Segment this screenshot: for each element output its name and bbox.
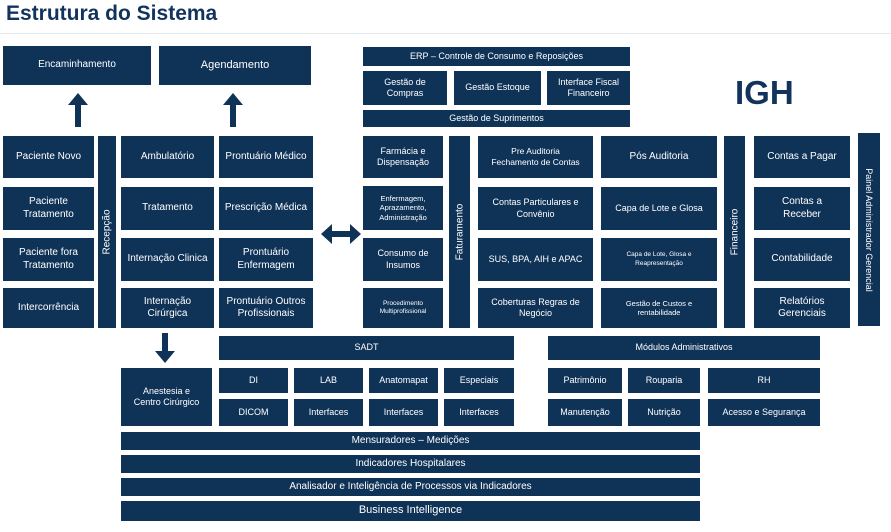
- encaminhamento-box: Encaminhamento: [3, 46, 151, 85]
- page-title: Estrutura do Sistema: [6, 2, 218, 25]
- analisador-bar: Analisador e Inteligência de Processos v…: [121, 478, 700, 496]
- gestao-suprimentos-box: Gestão de Suprimentos: [363, 110, 630, 127]
- tratamento-box: Tratamento: [121, 187, 214, 230]
- faturamento-label: Faturamento: [454, 203, 465, 261]
- nutricao-box: Nutrição: [628, 399, 700, 426]
- gestao-compras-box: Gestão de Compras: [363, 71, 447, 105]
- double-arrow-icon: [321, 224, 361, 244]
- recepcao-label: Recepção: [101, 209, 113, 255]
- erp-title-box: ERP – Controle de Consumo e Reposições: [363, 47, 630, 66]
- prescricao-medica-box: Prescrição Médica: [219, 187, 313, 230]
- relatorios-gerenciais-box: Relatórios Gerenciais: [754, 288, 850, 328]
- sus-box: SUS, BPA, AIH e APAC: [478, 238, 593, 281]
- painel-label: Painel Administrador Gerencial: [864, 167, 874, 292]
- capa-lote-reapresentacao-box: Capa de Lote, Glosa e Reapresentação: [601, 238, 717, 281]
- gestao-estoque-box: Gestão Estoque: [454, 71, 541, 105]
- anestesia-box: Anestesia e Centro Cirúrgico: [121, 368, 212, 426]
- consumo-insumos-box: Consumo de Insumos: [363, 238, 443, 281]
- contabilidade-box: Contabilidade: [754, 238, 850, 281]
- rh-box: RH: [708, 368, 820, 393]
- business-intelligence-bar: Business Intelligence: [121, 501, 700, 521]
- pre-auditoria-box: Pre Auditoria Fechamento de Contas: [478, 136, 593, 178]
- enfermagem-box: Enfermagem, Aprazamento, Administração: [363, 186, 443, 230]
- up-arrow-icon: [68, 93, 88, 127]
- sadt-title-box: SADT: [219, 336, 514, 360]
- sadt-anatomapat-box: Anatomapat: [369, 368, 438, 393]
- financeiro-bar: Financeiro: [724, 136, 745, 328]
- title-divider: [0, 33, 891, 34]
- mensuradores-bar: Mensuradores – Medições: [121, 432, 700, 450]
- indicadores-bar: Indicadores Hospitalares: [121, 455, 700, 473]
- faturamento-bar: Faturamento: [449, 136, 470, 328]
- down-arrow-icon: [155, 333, 175, 363]
- rouparia-box: Rouparia: [628, 368, 700, 393]
- prontuario-outros-box: Prontuário Outros Profissionais: [219, 288, 313, 328]
- sadt-interfaces-box: Interfaces: [369, 399, 438, 426]
- sadt-interfaces-box: Interfaces: [444, 399, 514, 426]
- sadt-lab-box: LAB: [294, 368, 363, 393]
- up-arrow-icon: [223, 93, 243, 127]
- capa-lote-glosa-box: Capa de Lote e Glosa: [601, 187, 717, 230]
- financeiro-label: Financeiro: [729, 208, 740, 256]
- internacao-clinica-box: Internação Clinica: [121, 238, 214, 281]
- paciente-fora-tratamento-box: Paciente fora Tratamento: [3, 238, 94, 281]
- coberturas-box: Coberturas Regras de Negócio: [478, 288, 593, 328]
- painel-bar: Painel Administrador Gerencial: [858, 133, 880, 326]
- contas-pagar-box: Contas a Pagar: [754, 136, 850, 178]
- farmacia-box: Farmácia e Dispensação: [363, 136, 443, 178]
- pos-auditoria-box: Pós Auditoria: [601, 136, 717, 178]
- contas-particulares-box: Contas Particulares e Convênio: [478, 187, 593, 230]
- procedimento-box: Procedimento Multiprofissional: [363, 288, 443, 328]
- sadt-interfaces-box: Interfaces: [294, 399, 363, 426]
- modulos-title-box: Módulos Administrativos: [548, 336, 820, 360]
- gestao-custos-box: Gestão de Custos e rentabilidade: [601, 288, 717, 328]
- ambulatorio-box: Ambulatório: [121, 136, 214, 178]
- igh-logo: IGH: [735, 74, 794, 111]
- manutencao-box: Manutenção: [548, 399, 622, 426]
- interface-fiscal-box: Interface Fiscal Financeiro: [547, 71, 630, 105]
- acesso-seguranca-box: Acesso e Segurança: [708, 399, 820, 426]
- paciente-tratamento-box: Paciente Tratamento: [3, 187, 94, 230]
- sadt-especiais-box: Especiais: [444, 368, 514, 393]
- recepcao-bar: Recepção: [98, 136, 116, 328]
- intercorrencia-box: Intercorrência: [3, 288, 94, 328]
- sadt-dicom-box: DICOM: [219, 399, 288, 426]
- prontuario-medico-box: Prontuário Médico: [219, 136, 313, 178]
- paciente-novo-box: Paciente Novo: [3, 136, 94, 178]
- patrimonio-box: Patrimônio: [548, 368, 622, 393]
- sadt-di-box: DI: [219, 368, 288, 393]
- internacao-cirurgica-box: Internação Cirúrgica: [121, 288, 214, 328]
- agendamento-box: Agendamento: [159, 46, 311, 85]
- contas-receber-box: Contas a Receber: [754, 187, 850, 230]
- prontuario-enfermagem-box: Prontuário Enfermagem: [219, 238, 313, 281]
